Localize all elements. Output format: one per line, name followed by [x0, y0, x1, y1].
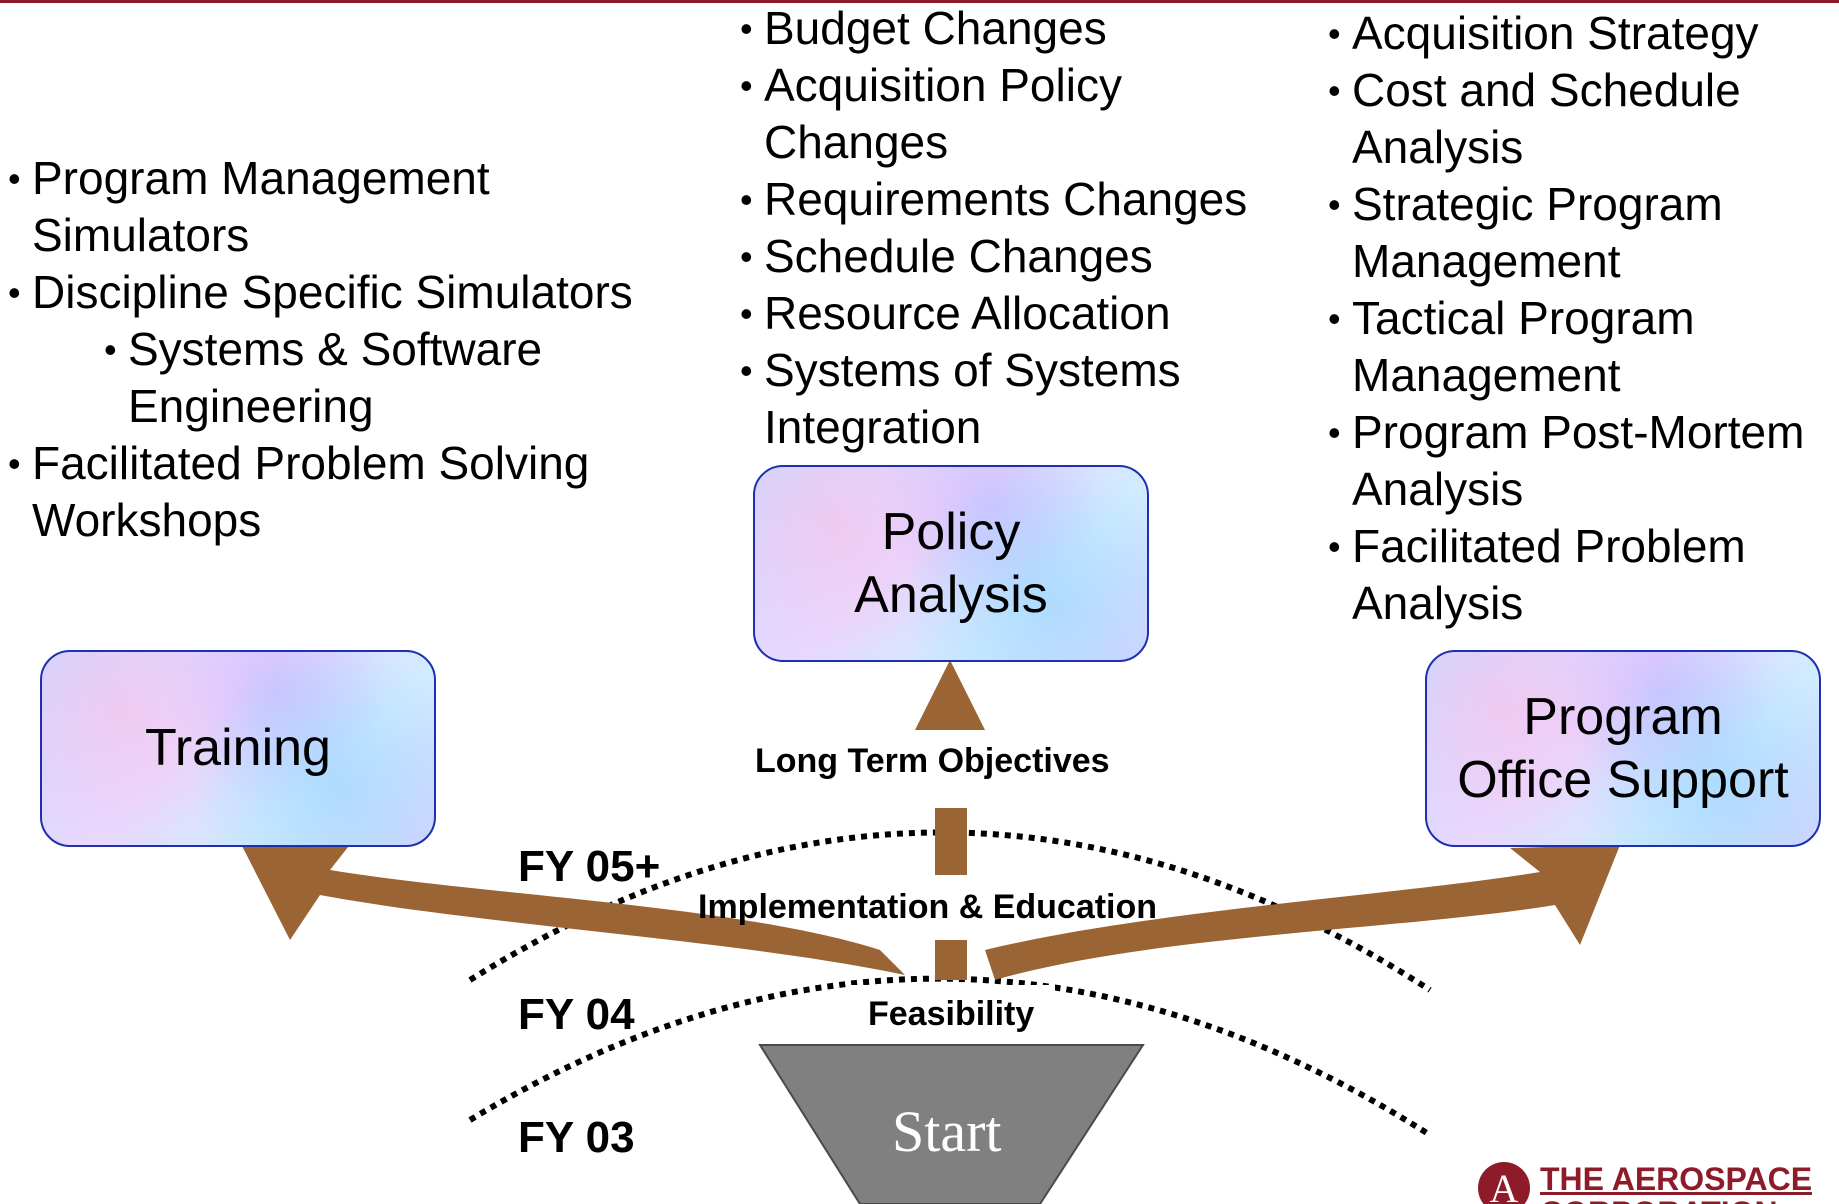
- training-topic-3: Systems & Software Engineering: [8, 321, 608, 435]
- feasibility-band: [850, 985, 1055, 1040]
- policy-topic-3: Requirements Changes: [740, 171, 1300, 228]
- aerospace-logo-icon: A: [1478, 1162, 1530, 1204]
- program-label-line2: Office Support: [1457, 750, 1789, 809]
- training-box: Training: [40, 650, 436, 847]
- long-term-objectives-label: Long Term Objectives: [755, 742, 1110, 780]
- right-curved-arrow: [985, 845, 1620, 980]
- center-arrow-shaft-upper: [935, 808, 967, 875]
- policy-topic-1: Budget Changes: [740, 0, 1300, 57]
- program-topic-6: Facilitated Problem Analysis: [1328, 518, 1792, 632]
- policy-analysis-box-label: Policy Analysis: [854, 501, 1048, 627]
- center-arrowhead: [915, 660, 985, 730]
- policy-analysis-box: Policy Analysis: [753, 465, 1149, 662]
- training-topic-4: Facilitated Problem Solving Workshops: [8, 435, 632, 549]
- program-topic-4: Tactical Program Management: [1328, 290, 1772, 404]
- training-topics-list: Program Management Simulators Discipline…: [8, 150, 668, 549]
- fy04-label: FY 04: [518, 990, 635, 1039]
- start-funnel: [758, 1044, 1145, 1204]
- program-topic-5: Program Post-Mortem Analysis: [1328, 404, 1833, 518]
- program-office-box-label: Program Office Support: [1457, 686, 1788, 812]
- logo-line1: THE AEROSPACE: [1540, 1162, 1813, 1197]
- logo-line2: CORPORATION: [1540, 1195, 1778, 1204]
- policy-topic-4: Schedule Changes: [740, 228, 1300, 285]
- aerospace-corporation-logo: A THE AEROSPACE CORPORATION: [1478, 1162, 1818, 1204]
- feasibility-label: Feasibility: [868, 995, 1035, 1033]
- policy-topic-6: Systems of Systems Integration: [740, 342, 1244, 456]
- policy-topic-2: Acquisition Policy Changes: [740, 57, 1184, 171]
- program-office-support-box: Program Office Support: [1425, 650, 1821, 847]
- program-label-line1: Program: [1523, 687, 1723, 746]
- program-topics-list: Acquisition Strategy Cost and Schedule A…: [1328, 5, 1833, 632]
- training-topic-2: Discipline Specific Simulators: [8, 264, 668, 321]
- policy-label-line2: Analysis: [854, 565, 1048, 624]
- start-label: Start: [892, 1099, 1002, 1164]
- program-topic-2: Cost and Schedule Analysis: [1328, 62, 1792, 176]
- center-arrow-shaft-lower: [935, 940, 967, 980]
- policy-topic-5: Resource Allocation: [740, 285, 1300, 342]
- left-curved-arrow: [240, 842, 905, 975]
- training-box-label: Training: [145, 719, 331, 777]
- implementation-education-label: Implementation & Education: [698, 888, 1158, 926]
- program-topic-3: Strategic Program Management: [1328, 176, 1772, 290]
- policy-label-line1: Policy: [881, 502, 1021, 561]
- program-topic-1: Acquisition Strategy: [1328, 5, 1833, 62]
- training-topic-1: Program Management Simulators: [8, 150, 532, 264]
- policy-topics-list: Budget Changes Acquisition Policy Change…: [740, 0, 1300, 456]
- fy03-label: FY 03: [518, 1113, 635, 1162]
- logo-text: THE AEROSPACE CORPORATION: [1540, 1162, 1812, 1204]
- fy05-label: FY 05+: [518, 842, 661, 891]
